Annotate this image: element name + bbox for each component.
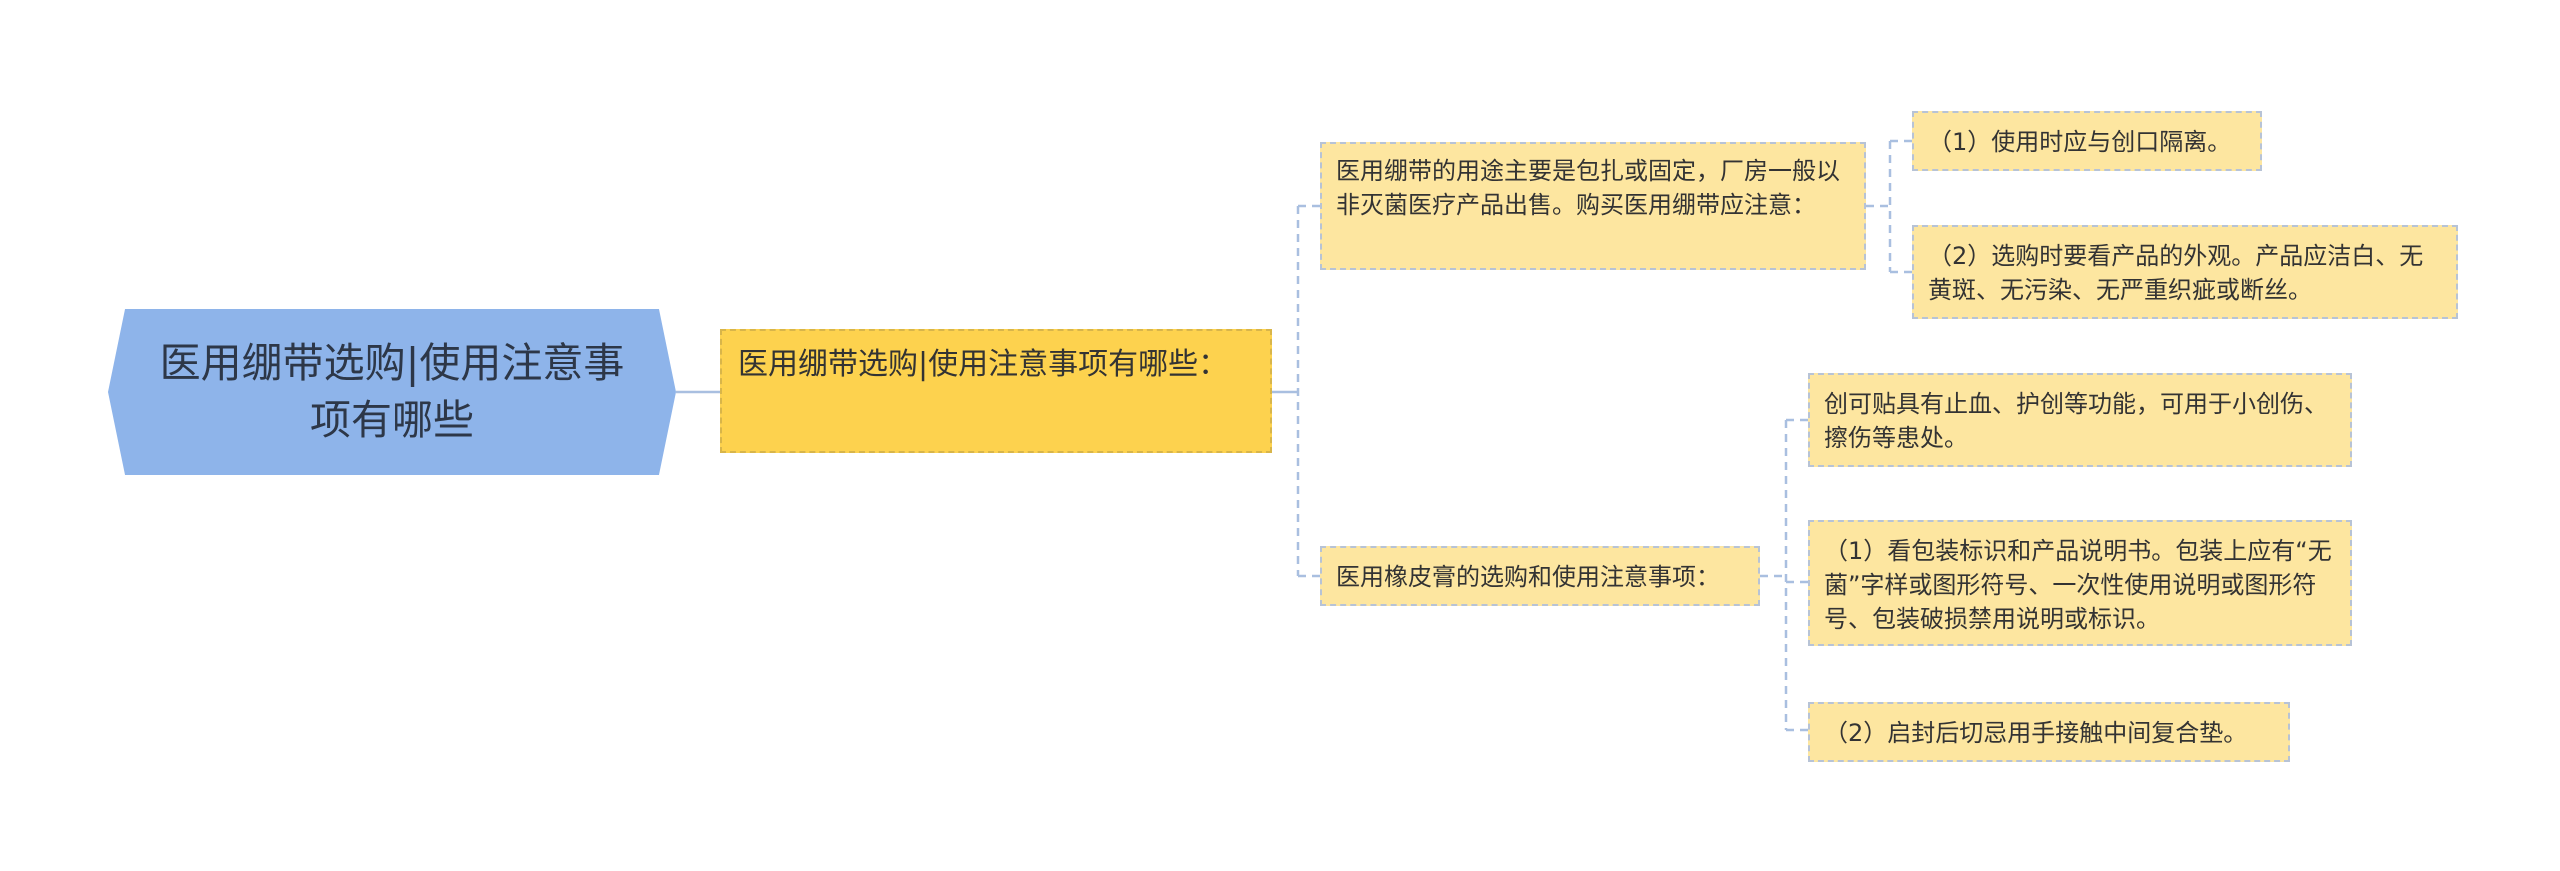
root-topic-label: 医用绷带选购|使用注意事项有哪些 (159, 339, 625, 444)
main-branch-label: 医用绷带选购|使用注意事项有哪些： (738, 347, 1229, 382)
subtopic-bandage-usage-label: 医用绷带的用途主要是包扎或固定，厂房一般以非灭菌医疗产品出售。购买医用绷带应注意… (1336, 157, 1840, 219)
root-topic[interactable]: 医用绷带选购|使用注意事项有哪些 (108, 309, 676, 475)
main-branch-topic[interactable]: 医用绷带选购|使用注意事项有哪些： (720, 329, 1272, 453)
connector-group1-spine (1866, 139, 1912, 274)
subtopic-plaster-usage-label: 医用橡皮膏的选购和使用注意事项： (1336, 563, 1720, 591)
connector-group2-spine (1760, 418, 1808, 732)
leaf-bandage-item-1-label: （1）使用时应与创口隔离。 (1928, 128, 2232, 156)
leaf-plaster-item-1-label: 创可贴具有止血、护创等功能，可用于小创伤、擦伤等患处。 (1824, 390, 2328, 452)
leaf-plaster-item-3[interactable]: （2）启封后切忌用手接触中间复合垫。 (1808, 702, 2290, 762)
leaf-bandage-item-2[interactable]: （2）选购时要看产品的外观。产品应洁白、无黄斑、无污染、无严重织疵或断丝。 (1912, 225, 2458, 319)
leaf-plaster-item-2[interactable]: （1）看包装标识和产品说明书。包装上应有“无菌”字样或图形符号、一次性使用说明或… (1808, 520, 2352, 646)
leaf-plaster-item-1[interactable]: 创可贴具有止血、护创等功能，可用于小创伤、擦伤等患处。 (1808, 373, 2352, 467)
leaf-plaster-item-3-label: （2）启封后切忌用手接触中间复合垫。 (1824, 719, 2248, 747)
leaf-bandage-item-2-label: （2）选购时要看产品的外观。产品应洁白、无黄斑、无污染、无严重织疵或断丝。 (1928, 242, 2424, 304)
subtopic-bandage-usage[interactable]: 医用绷带的用途主要是包扎或固定，厂房一般以非灭菌医疗产品出售。购买医用绷带应注意… (1320, 142, 1866, 270)
subtopic-plaster-usage[interactable]: 医用橡皮膏的选购和使用注意事项： (1320, 546, 1760, 606)
leaf-plaster-item-2-label: （1）看包装标识和产品说明书。包装上应有“无菌”字样或图形符号、一次性使用说明或… (1824, 537, 2332, 633)
leaf-bandage-item-1[interactable]: （1）使用时应与创口隔离。 (1912, 111, 2262, 171)
